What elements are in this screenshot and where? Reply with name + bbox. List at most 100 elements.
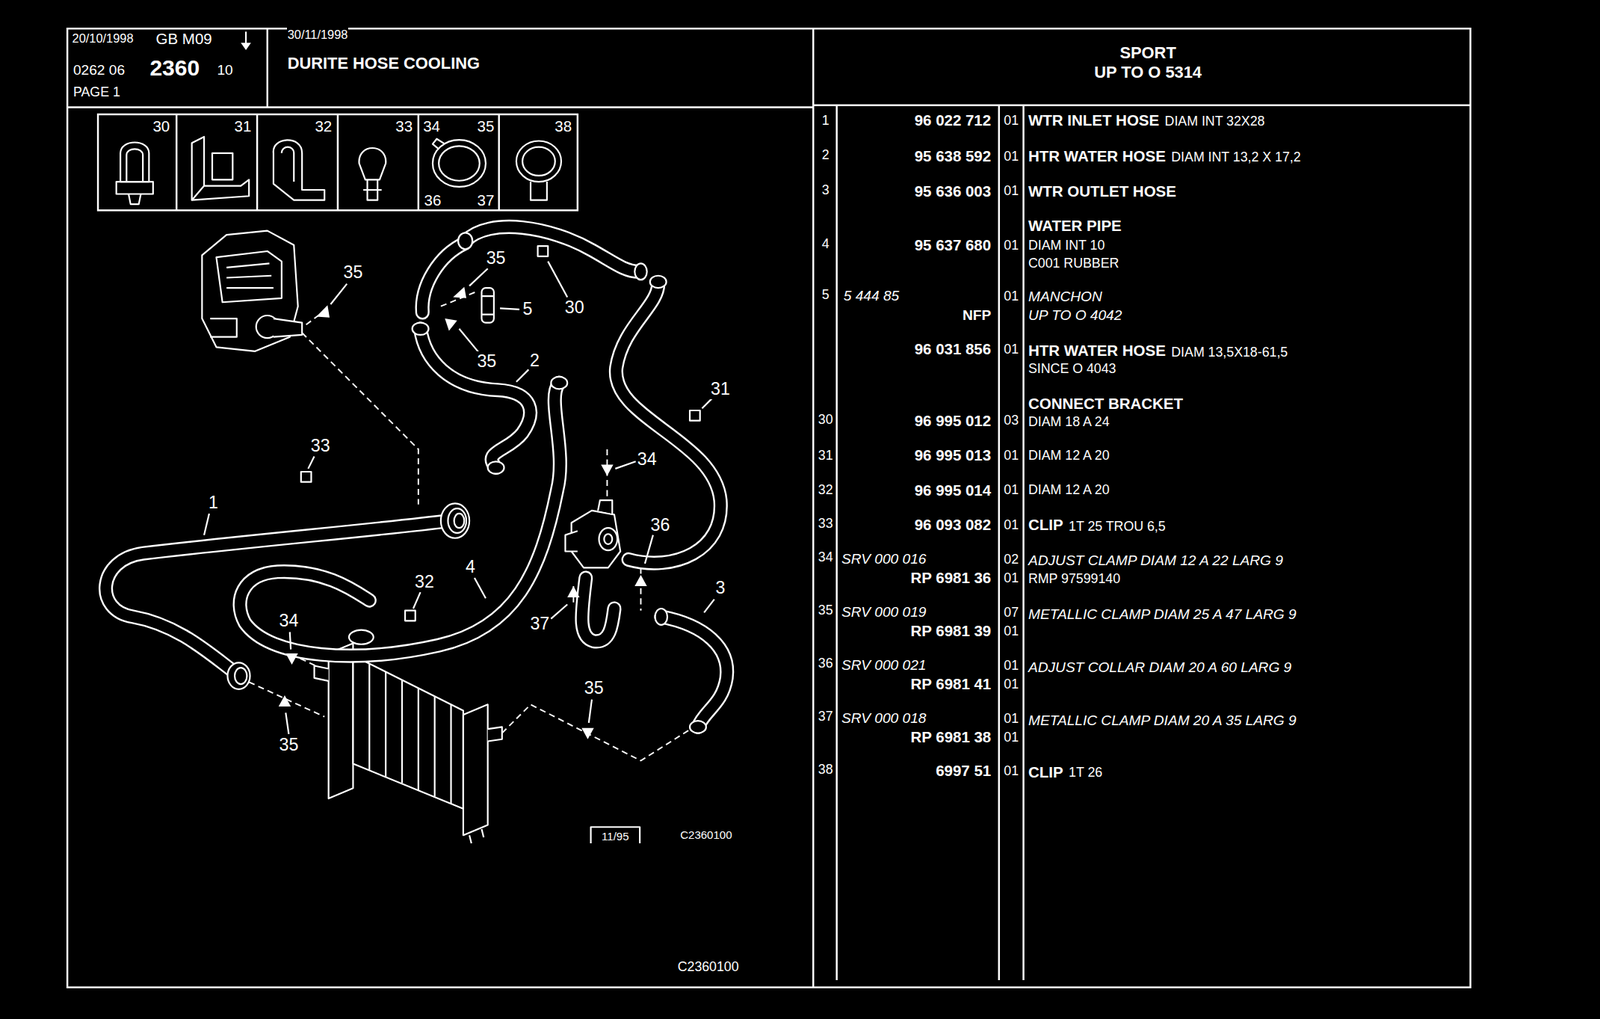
- page-frame: [812, 28, 814, 987]
- radiator: [328, 642, 354, 799]
- leader-dashes: [301, 332, 419, 504]
- callout-number: 31: [233, 117, 253, 136]
- hose-end: [458, 232, 473, 249]
- table-cell: RP 6981 38: [910, 727, 993, 746]
- clamp-arrow: [444, 318, 457, 331]
- clamp-arrow: [278, 695, 291, 707]
- table-cell: 96 995 014: [913, 481, 992, 500]
- table-cell: 37: [817, 708, 835, 724]
- table-rules: [835, 105, 837, 980]
- table-cell: SRV 000 016: [840, 550, 927, 568]
- icon-cell: 32: [257, 114, 338, 210]
- table-cell: 35: [817, 602, 835, 618]
- table-cell: DIAM INT 32X28: [1164, 113, 1266, 129]
- callout-number: 37: [476, 191, 496, 210]
- clamp-arrow: [452, 286, 467, 299]
- page-frame: [67, 106, 814, 108]
- leader-line: [204, 513, 210, 536]
- table-cell: RMP 97599140: [1027, 570, 1121, 586]
- table-cell: SRV 000 018: [840, 709, 927, 727]
- table-cell: 36: [817, 655, 835, 671]
- clamp-arrow: [316, 304, 330, 317]
- table-cell: 01: [1002, 341, 1020, 357]
- table-cell: DIAM INT 10: [1027, 237, 1106, 253]
- table-cell: 6997 51: [934, 761, 992, 780]
- hose-end: [447, 508, 467, 533]
- revision-arrow: [240, 31, 252, 51]
- table-cell: METALLIC CLAMP DIAM 25 A 47 LARG 9: [1027, 606, 1298, 623]
- table-cell: RP 6981 41: [910, 674, 993, 693]
- header-text: 2360: [148, 55, 201, 82]
- hose-end: [227, 662, 250, 690]
- leader-line: [701, 398, 713, 409]
- icon-strip: [97, 114, 578, 210]
- leader-line: [550, 604, 568, 619]
- leader-line: [307, 455, 314, 468]
- clamp-arrow: [285, 653, 298, 665]
- table-cell: 96 031 856: [913, 340, 992, 358]
- hose: [615, 283, 721, 563]
- clip-icon: [116, 142, 154, 205]
- table-cell: 95 637 680: [913, 236, 992, 255]
- hose: [422, 242, 466, 313]
- leader-line: [289, 631, 291, 649]
- leader-line: [474, 577, 486, 598]
- clamp-icon: [432, 139, 486, 187]
- table-cell: 5 444 85: [842, 287, 900, 305]
- hose: [465, 226, 639, 272]
- leader-line: [588, 699, 592, 723]
- icon-strip: [97, 114, 578, 210]
- hose-end: [650, 275, 667, 288]
- table-cell: ADJUST COLLAR DIAM 20 A 60 LARG 9: [1027, 659, 1293, 676]
- clip-icon: [359, 147, 387, 201]
- thermostat-housing: [597, 499, 613, 514]
- callout-number: 34: [422, 117, 441, 136]
- table-cell: 01: [1002, 763, 1020, 778]
- hose-end: [634, 263, 647, 280]
- table-cell: MANCHON: [1027, 288, 1104, 305]
- table-cell: SRV 000 019: [840, 603, 927, 621]
- hose: [615, 283, 721, 563]
- table-cell: CLIP: [1027, 763, 1065, 781]
- table-cell: UP TO O 4042: [1027, 307, 1123, 324]
- hose: [106, 520, 450, 675]
- table-cell: 31: [817, 447, 835, 463]
- bracket-icon: [273, 139, 325, 200]
- leader-dashes: [248, 292, 694, 761]
- table-cell: 34: [817, 549, 835, 565]
- table-cell: 3: [821, 182, 831, 198]
- table-cell: 1T 26: [1067, 764, 1104, 780]
- clip-icon: [530, 181, 548, 201]
- table-cell: 01: [1002, 657, 1020, 673]
- clamp-icon: [438, 145, 480, 181]
- table-cell: 95 638 592: [913, 147, 992, 166]
- callout-number: 35: [476, 117, 496, 136]
- callout-number: 30: [564, 297, 586, 318]
- table-cell: WTR OUTLET HOSE: [1027, 182, 1178, 201]
- table-cell: 96 093 082: [913, 515, 992, 534]
- table-rules: [1022, 105, 1024, 980]
- table-cell: 01: [1002, 288, 1020, 304]
- table-cell: 01: [1002, 237, 1020, 253]
- table-cell: 01: [1002, 112, 1020, 128]
- table-cell: 2: [821, 147, 831, 163]
- table-cell: SRV 000 021: [840, 656, 927, 674]
- hose-end: [412, 322, 429, 335]
- callout-number: 37: [529, 613, 551, 634]
- thermostat-housing: [564, 530, 577, 551]
- table-cell: 01: [1002, 570, 1020, 586]
- clip-icon: [359, 147, 387, 180]
- leader-line: [615, 461, 636, 469]
- hose-end: [487, 461, 505, 474]
- table-cell: 96 995 012: [913, 411, 992, 430]
- leader-line: [499, 307, 520, 309]
- callout-number: 35: [476, 351, 497, 372]
- drawing-code-box: [591, 826, 641, 843]
- clip-icon: [116, 181, 154, 194]
- callout-number: 1: [207, 492, 219, 513]
- callout-number: 38: [553, 117, 573, 136]
- hose-end: [227, 232, 706, 733]
- callout-number: 32: [313, 117, 333, 136]
- header-text: PAGE 1: [72, 84, 122, 100]
